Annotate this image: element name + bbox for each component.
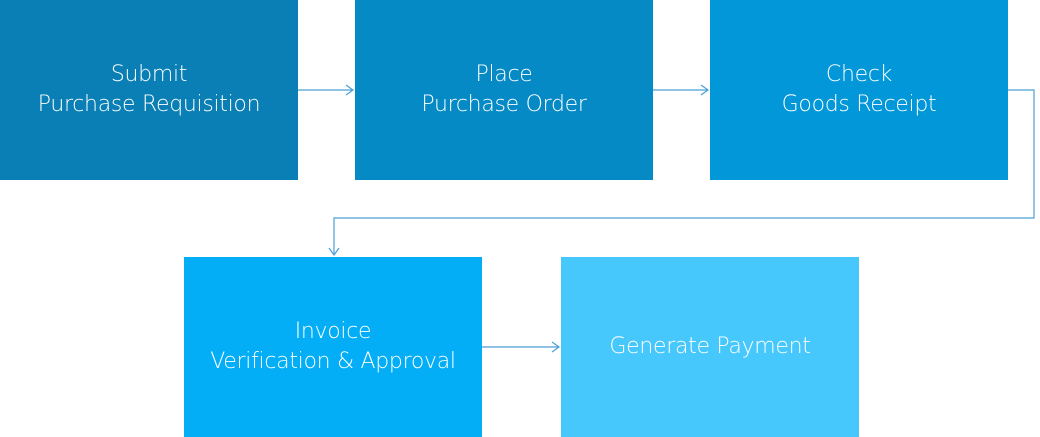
step-label-line2: Goods Receipt: [781, 92, 937, 117]
connector-arrow-3: [333, 89, 1035, 255]
connector-arrowhead-1: [345, 84, 355, 96]
connector-arrowhead-4: [551, 341, 561, 353]
step-label-line1: Generate Payment: [609, 334, 811, 359]
step-check-goods-receipt: Check Goods Receipt: [710, 0, 1008, 180]
step-label-line1: Submit: [110, 62, 188, 87]
step-label-line2: Purchase Order: [421, 92, 587, 117]
connector-arrowhead-2: [700, 84, 710, 96]
step-submit-purchase-requisition: Submit Purchase Requisition: [0, 0, 298, 180]
step-label-line2: Purchase Requisition: [37, 92, 261, 117]
step-generate-payment: Generate Payment: [561, 257, 859, 437]
step-label-line2: Verification & Approval: [210, 349, 456, 374]
connector-arrowhead-3: [328, 247, 340, 257]
step-place-purchase-order: Place Purchase Order: [355, 0, 653, 180]
step-label-line1: Invoice: [294, 319, 372, 344]
step-label-line1: Place: [475, 62, 533, 87]
step-invoice-verification-approval: Invoice Verification & Approval: [184, 257, 482, 437]
step-label-line1: Check: [825, 62, 893, 87]
